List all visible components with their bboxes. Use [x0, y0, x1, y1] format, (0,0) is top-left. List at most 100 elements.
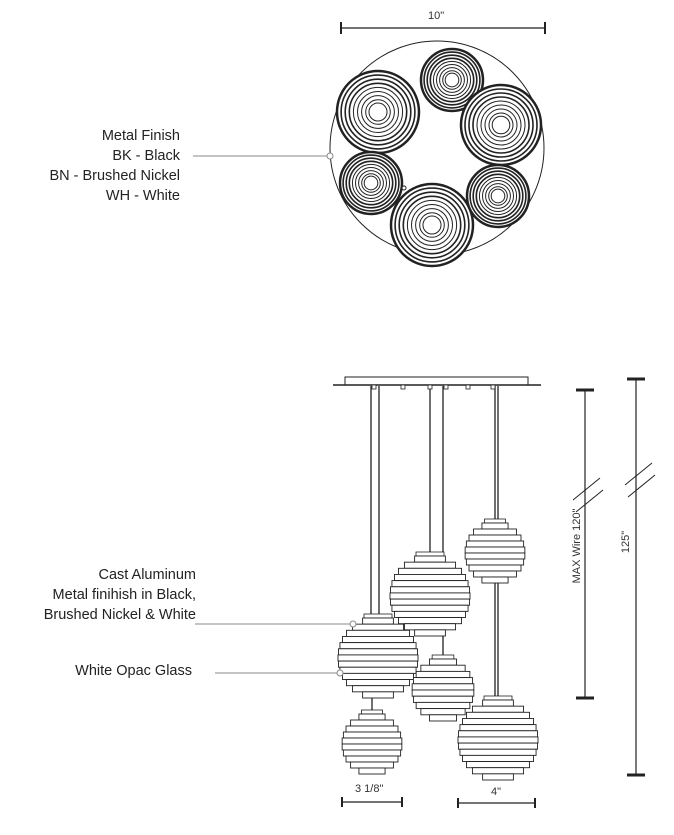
globe-ring	[422, 215, 442, 235]
globe-ring	[365, 99, 391, 125]
leader-dot	[326, 152, 334, 160]
globe-rib	[358, 713, 386, 721]
globe-ring	[482, 180, 514, 212]
top-view	[193, 40, 545, 268]
globe-rib	[482, 773, 514, 781]
globe-rib	[462, 754, 534, 762]
globe-ring	[480, 104, 522, 146]
globe-ring	[344, 78, 412, 146]
canopy	[344, 376, 529, 386]
globe-ring	[406, 199, 458, 251]
globe-ring	[488, 186, 508, 206]
finish-option-black: BK - Black	[112, 148, 180, 164]
globe-ring	[442, 70, 462, 90]
globe-top-view	[459, 83, 543, 167]
globe-rib	[345, 755, 399, 763]
globe-rib	[411, 689, 475, 697]
globe-ring	[402, 195, 462, 255]
globe-ring	[472, 96, 530, 154]
globe-rib	[464, 546, 526, 554]
globe-rib	[351, 685, 405, 693]
globe-rib	[394, 574, 466, 582]
globe-ring	[348, 160, 394, 206]
globe-ring	[423, 51, 481, 109]
globe-rib	[341, 743, 403, 751]
globe-top-view	[338, 150, 404, 216]
globe-rib	[345, 725, 399, 733]
wire-mount	[400, 384, 406, 390]
globe-rib	[465, 540, 525, 548]
break-mark	[627, 474, 656, 498]
material-line-1: Cast Aluminum	[98, 567, 196, 583]
globe-rib	[429, 658, 457, 666]
globe-ring	[464, 88, 538, 162]
globe-rib	[337, 654, 419, 662]
globe-rib	[468, 534, 522, 542]
globe-top-view	[335, 69, 421, 155]
globe-rib	[471, 705, 525, 713]
globe-ring	[472, 170, 524, 222]
globe-rib	[346, 679, 410, 687]
globe-rib	[468, 564, 522, 572]
globe-rib	[350, 719, 394, 727]
globe-rib	[403, 623, 457, 631]
glass-globe	[341, 709, 403, 775]
globe-ring	[485, 183, 511, 209]
globe-rib	[338, 660, 418, 668]
globe-rib	[389, 592, 471, 600]
globe-ring	[419, 212, 445, 238]
globe-ring	[432, 60, 472, 100]
globe-rib	[458, 742, 538, 750]
globe-ring	[363, 175, 379, 191]
globe-ring	[491, 115, 511, 135]
globe-ring	[411, 204, 453, 246]
globe-rib	[362, 691, 394, 699]
globe-rib	[415, 701, 471, 710]
globe-ring	[439, 67, 465, 93]
globe-rib	[342, 749, 402, 757]
globe-ring	[345, 157, 397, 209]
globe-rib	[473, 570, 517, 578]
globe-cap	[431, 654, 455, 660]
globe-ring	[398, 191, 466, 259]
side-view	[195, 376, 541, 781]
globe-ring	[490, 188, 506, 204]
globe-rib	[414, 629, 446, 637]
globe-rib	[466, 711, 530, 719]
globe-rib	[466, 761, 530, 769]
globe-rib	[390, 598, 470, 606]
metal-finish-label: Metal Finish BK - Black BN - Brushed Nic…	[49, 126, 180, 206]
globe-ring	[476, 100, 526, 150]
globe-rib	[342, 731, 402, 739]
globe-top-view	[419, 47, 485, 113]
globe-rib	[339, 666, 417, 674]
globe-rib	[415, 670, 471, 679]
globe-rib	[473, 528, 517, 536]
wire-mount	[465, 384, 471, 390]
globe-ring	[436, 64, 468, 96]
globe-rib	[398, 617, 462, 625]
globe-rib	[465, 558, 525, 566]
material-label: Cast Aluminum Metal finihish in Black, B…	[44, 565, 196, 625]
break-mark	[572, 477, 601, 501]
globe-rib	[459, 748, 537, 756]
globe-ring	[394, 187, 470, 263]
overall-height-dimension: 125"	[620, 530, 632, 554]
glass-globe	[457, 695, 539, 781]
globe-rib	[464, 552, 526, 560]
globe-ring	[415, 208, 449, 242]
globe-ring	[468, 92, 534, 158]
globe-ring	[361, 95, 395, 129]
wire-mount	[371, 384, 377, 390]
max-wire-dimension: MAX Wire 120"	[571, 508, 583, 584]
globe-ring	[357, 91, 399, 133]
globe-rib	[390, 586, 470, 594]
globe-rib	[350, 761, 394, 769]
globe-rib	[342, 672, 414, 680]
globe-rib	[481, 522, 509, 530]
globe-ring	[484, 108, 518, 142]
globe-ring	[426, 54, 478, 106]
globe-ring	[444, 72, 460, 88]
globe-ring	[478, 176, 518, 216]
globe-ring	[469, 167, 527, 225]
